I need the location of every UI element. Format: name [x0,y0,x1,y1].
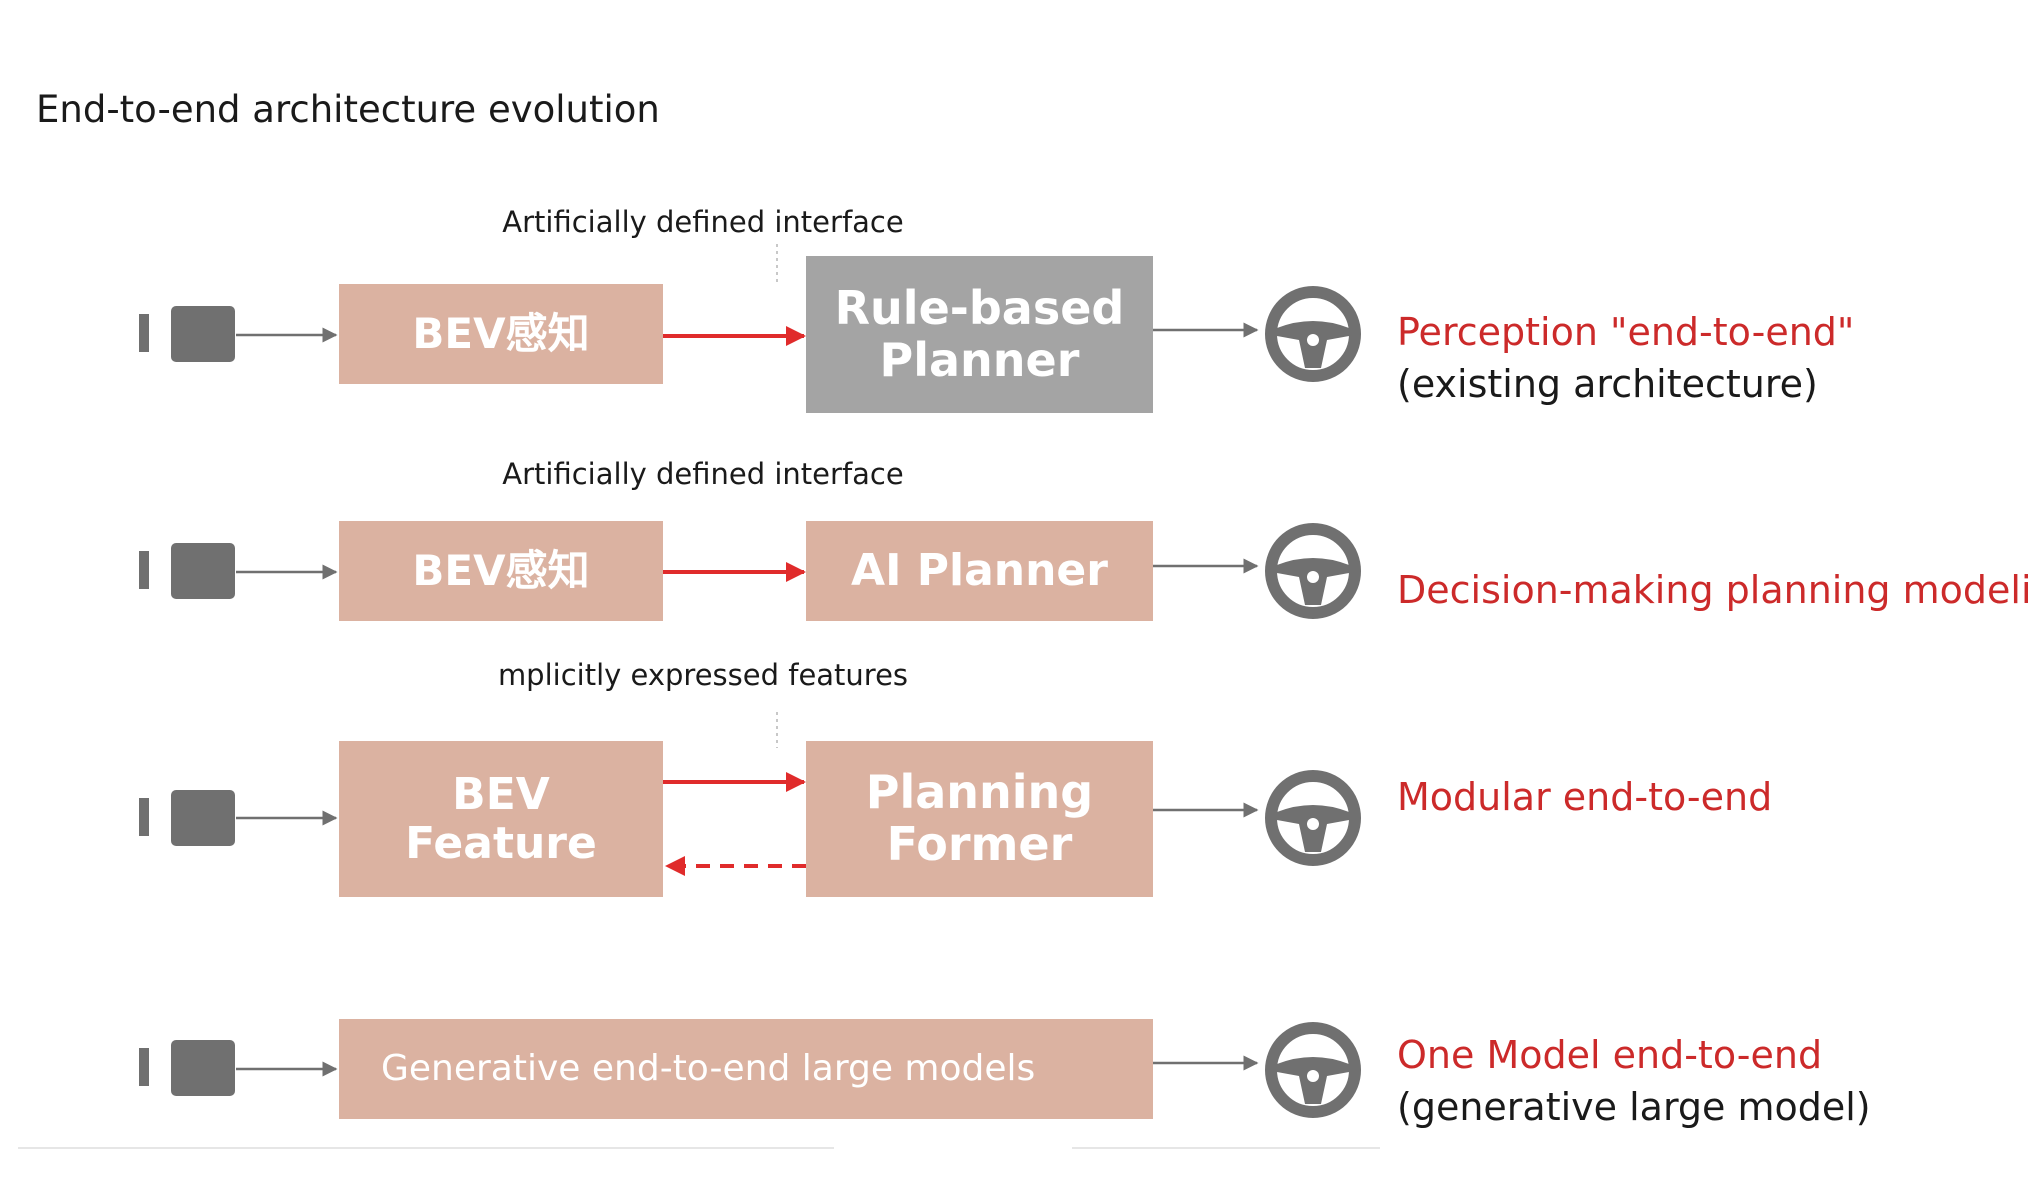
bev-perception-box-row2: BEV感知 [339,521,663,621]
bev-perception-box-row1: BEV感知 [339,284,663,384]
interface-label-row3: mplicitly expressed features [497,658,909,692]
steering-wheel-icon [1271,292,1355,376]
rule-based-planner-box: Rule-based Planner [806,256,1153,413]
row1-label-sub: (existing architecture) [1397,362,1818,406]
interface-label-row1: Artificially defined interface [502,205,904,239]
interface-label-row2: Artificially defined interface [502,457,904,491]
row4-label-main: One Model end-to-end [1397,1033,1823,1077]
planning-former-box: Planning Former [806,741,1153,897]
bottom-divider-right [1072,1147,1380,1149]
row1-label-main: Perception "end-to-end" [1397,310,1855,354]
row2-label-main: Decision-making planning modeling [1397,568,2032,612]
row4-label-sub: (generative large model) [1397,1085,1871,1129]
steering-wheel-icon [1271,529,1355,613]
bev-feature-box: BEV Feature [339,741,663,897]
page-title: End-to-end architecture evolution [36,88,660,131]
generative-model-box: Generative end-to-end large models [339,1019,1153,1119]
ai-planner-box: AI Planner [806,521,1153,621]
row3-label-main: Modular end-to-end [1397,775,1773,819]
bottom-divider-left [18,1147,834,1149]
steering-wheel-icon [1271,776,1355,860]
steering-wheel-icon [1271,1028,1355,1112]
